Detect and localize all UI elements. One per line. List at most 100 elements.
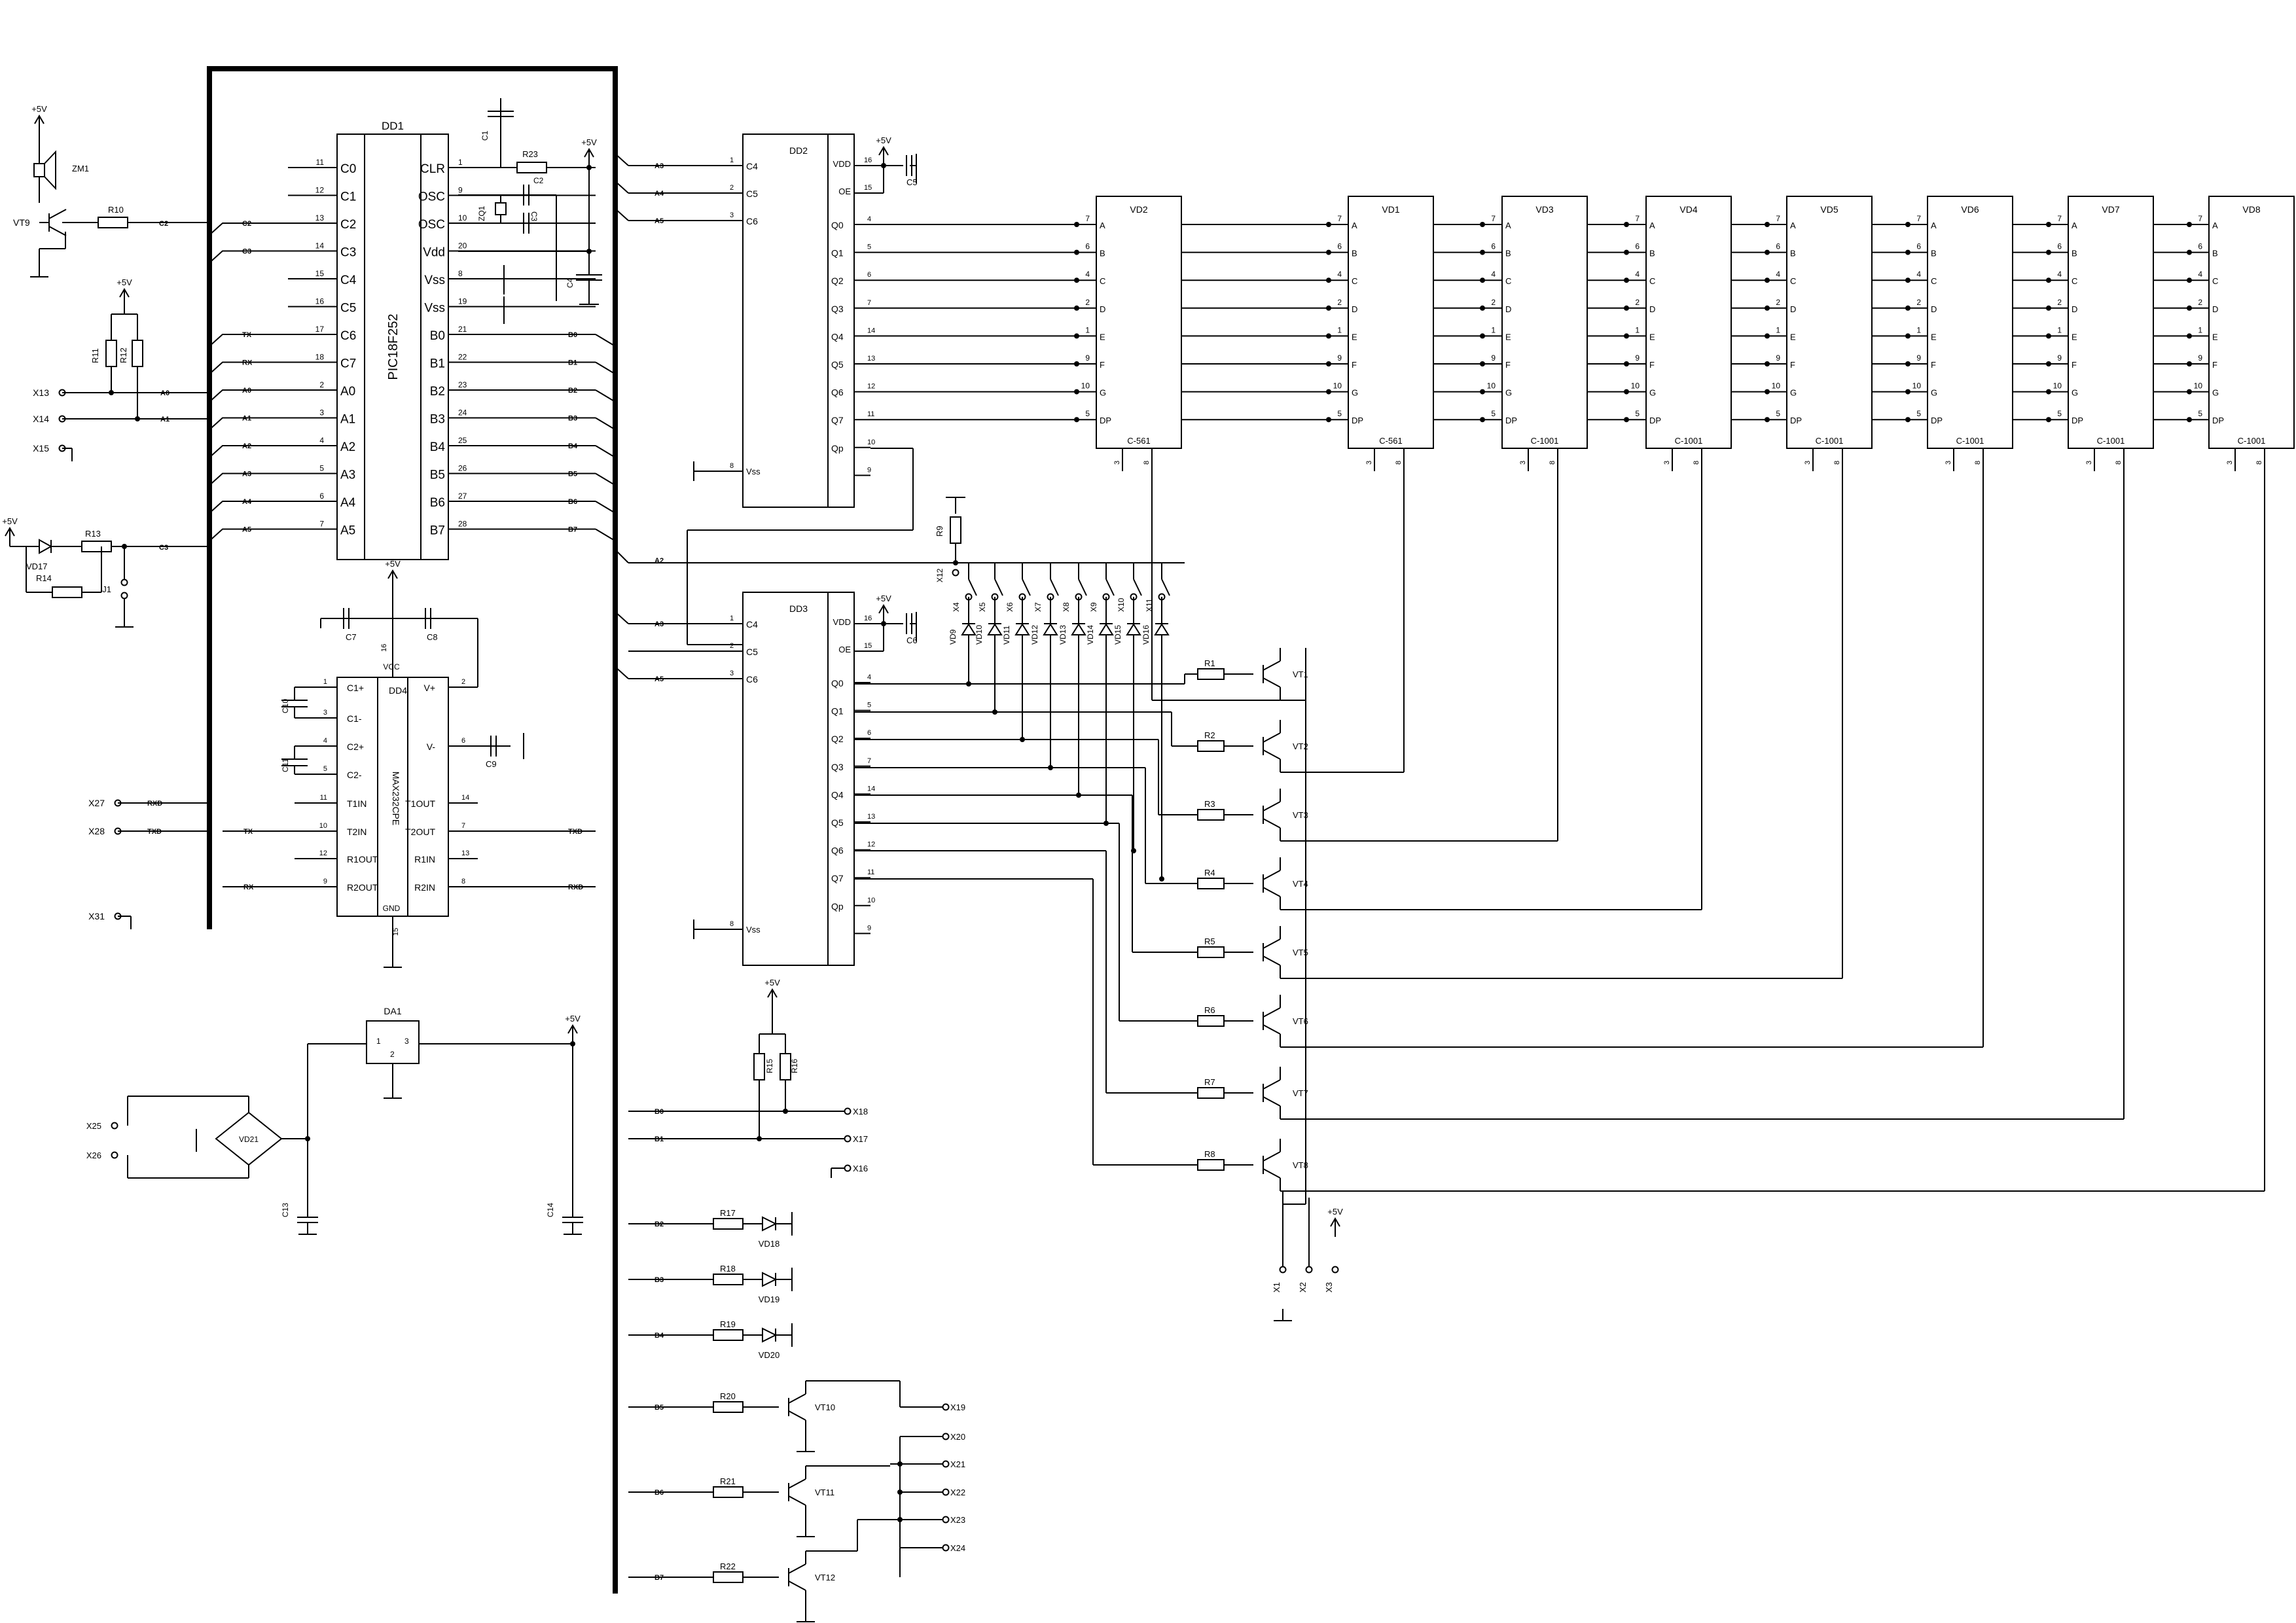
relay-pin: X21 <box>950 1459 965 1469</box>
segment-pin: 1 <box>1635 325 1640 334</box>
vt-transistor <box>1254 730 1285 762</box>
relay-pin: X24 <box>950 1543 965 1553</box>
segment-pin: 10 <box>2053 382 2062 391</box>
driver-pin-num: 15 <box>864 184 872 192</box>
resistor <box>780 1053 791 1080</box>
driver-pin-name: C4 <box>746 161 758 171</box>
transistor-collector <box>788 1563 806 1574</box>
dd1-pin-num: 28 <box>458 520 467 529</box>
dd4-pin-num: 6 <box>461 737 465 745</box>
vd1-display <box>1348 196 1434 449</box>
x16-label: X16 <box>853 1164 868 1173</box>
junction-dot <box>1624 305 1629 311</box>
segment-name: E <box>2212 332 2218 342</box>
segment-pin: 4 <box>2198 270 2202 279</box>
transistor-emitter <box>1263 1096 1281 1107</box>
vdd-supply: +5V <box>581 137 597 147</box>
diode-label: VD14 <box>1086 625 1095 645</box>
segment-name: DP <box>2072 416 2083 425</box>
dd4-pin-name: C1+ <box>347 683 364 693</box>
junction-dot <box>897 1461 903 1467</box>
input-pin: X15 <box>33 443 49 454</box>
resistor <box>1197 1087 1225 1099</box>
segment-pin: 4 <box>2057 270 2062 279</box>
x18-label: X18 <box>853 1107 868 1116</box>
driver-pin-name: Q1 <box>831 706 844 717</box>
bus-entry <box>209 528 288 542</box>
diode-label: VD16 <box>1141 625 1151 645</box>
dd4-pin-num: 15 <box>392 928 400 936</box>
transistor-collector <box>788 1478 806 1489</box>
terminal <box>1279 1266 1287 1274</box>
segment-name: F <box>2072 360 2077 370</box>
junction-dot <box>1624 389 1629 395</box>
segment-name: E <box>1649 332 1655 342</box>
display-part: C-1001 <box>1531 436 1559 446</box>
dd4-pin-num: 10 <box>319 822 327 830</box>
junction-dot <box>1624 222 1629 227</box>
dd1-pin-name: B0 <box>430 329 445 343</box>
driver-pin-num: 8 <box>730 920 734 928</box>
net-label: B2 <box>655 1221 664 1228</box>
transistor-collector <box>1263 938 1281 949</box>
segment-name: A <box>2072 221 2077 230</box>
dd4-pin-num: 1 <box>323 678 327 686</box>
driver-pin-name: Q5 <box>831 359 844 370</box>
segment-pin: 7 <box>1491 214 1496 223</box>
supply-arrow <box>878 604 889 614</box>
dd1-pin-num: 16 <box>315 297 325 306</box>
dd1-pin-num: 17 <box>315 325 325 334</box>
c13-label: C13 <box>281 1203 290 1217</box>
net-label: B6 <box>655 1489 664 1497</box>
transistor-emitter <box>788 1410 806 1421</box>
junction-dot <box>1624 277 1629 283</box>
driver-pin-name: Q7 <box>831 415 844 425</box>
segment-name: E <box>1790 332 1796 342</box>
vt-label: VT3 <box>1293 810 1308 820</box>
reg-supply: +5V <box>565 1014 581 1024</box>
junction-dot <box>1905 305 1910 311</box>
junction-dot <box>2046 249 2051 255</box>
segment-pin: 2 <box>1916 298 1921 307</box>
segment-pin: 4 <box>1635 270 1640 279</box>
junction-dot <box>1074 305 1079 311</box>
resistor <box>1197 1159 1225 1171</box>
display-part: C-1001 <box>2238 436 2266 446</box>
segment-name: A <box>1100 221 1105 230</box>
bus-entry <box>595 417 616 431</box>
dd1-pin-name: Vss <box>424 302 445 315</box>
x3-supply: +5V <box>1327 1207 1343 1217</box>
common-pin: 8 <box>1549 461 1556 465</box>
net-label: B4 <box>655 1332 664 1340</box>
r15-label: R15 <box>765 1059 774 1073</box>
dd1-pin-name: A2 <box>340 440 355 454</box>
supply-arrow <box>1330 1217 1340 1227</box>
common-pin: 8 <box>1143 461 1151 465</box>
segment-name: B <box>1931 249 1937 259</box>
resistor <box>81 541 112 552</box>
junction-dot <box>2046 277 2051 283</box>
vd3-display <box>1501 196 1588 449</box>
vt-label: VT11 <box>815 1488 834 1497</box>
junction-dot <box>1326 277 1331 283</box>
driver-pin-num: 4 <box>867 215 871 223</box>
segment-pin: 6 <box>1635 242 1640 251</box>
dd1-pin-name: B1 <box>430 357 445 371</box>
dd1-pin-name: CLR <box>420 162 445 176</box>
vd21-label: VD21 <box>239 1135 259 1144</box>
display-ref: VD8 <box>2242 204 2260 215</box>
diode-label: VD9 <box>948 629 958 645</box>
driver-ref: DD3 <box>789 603 808 614</box>
segment-pin: 10 <box>1912 382 1922 391</box>
resistor <box>132 340 143 367</box>
junction-dot <box>1326 389 1331 395</box>
segment-pin: 9 <box>1916 353 1921 363</box>
transistor-collector <box>1263 1079 1281 1090</box>
display-part: C-561 <box>1379 436 1402 446</box>
junction-dot <box>1480 361 1485 366</box>
segment-name: G <box>1931 388 1937 398</box>
junction-dot <box>1326 361 1331 366</box>
resistor <box>1197 1015 1225 1027</box>
net-label: B1 <box>655 1135 664 1143</box>
